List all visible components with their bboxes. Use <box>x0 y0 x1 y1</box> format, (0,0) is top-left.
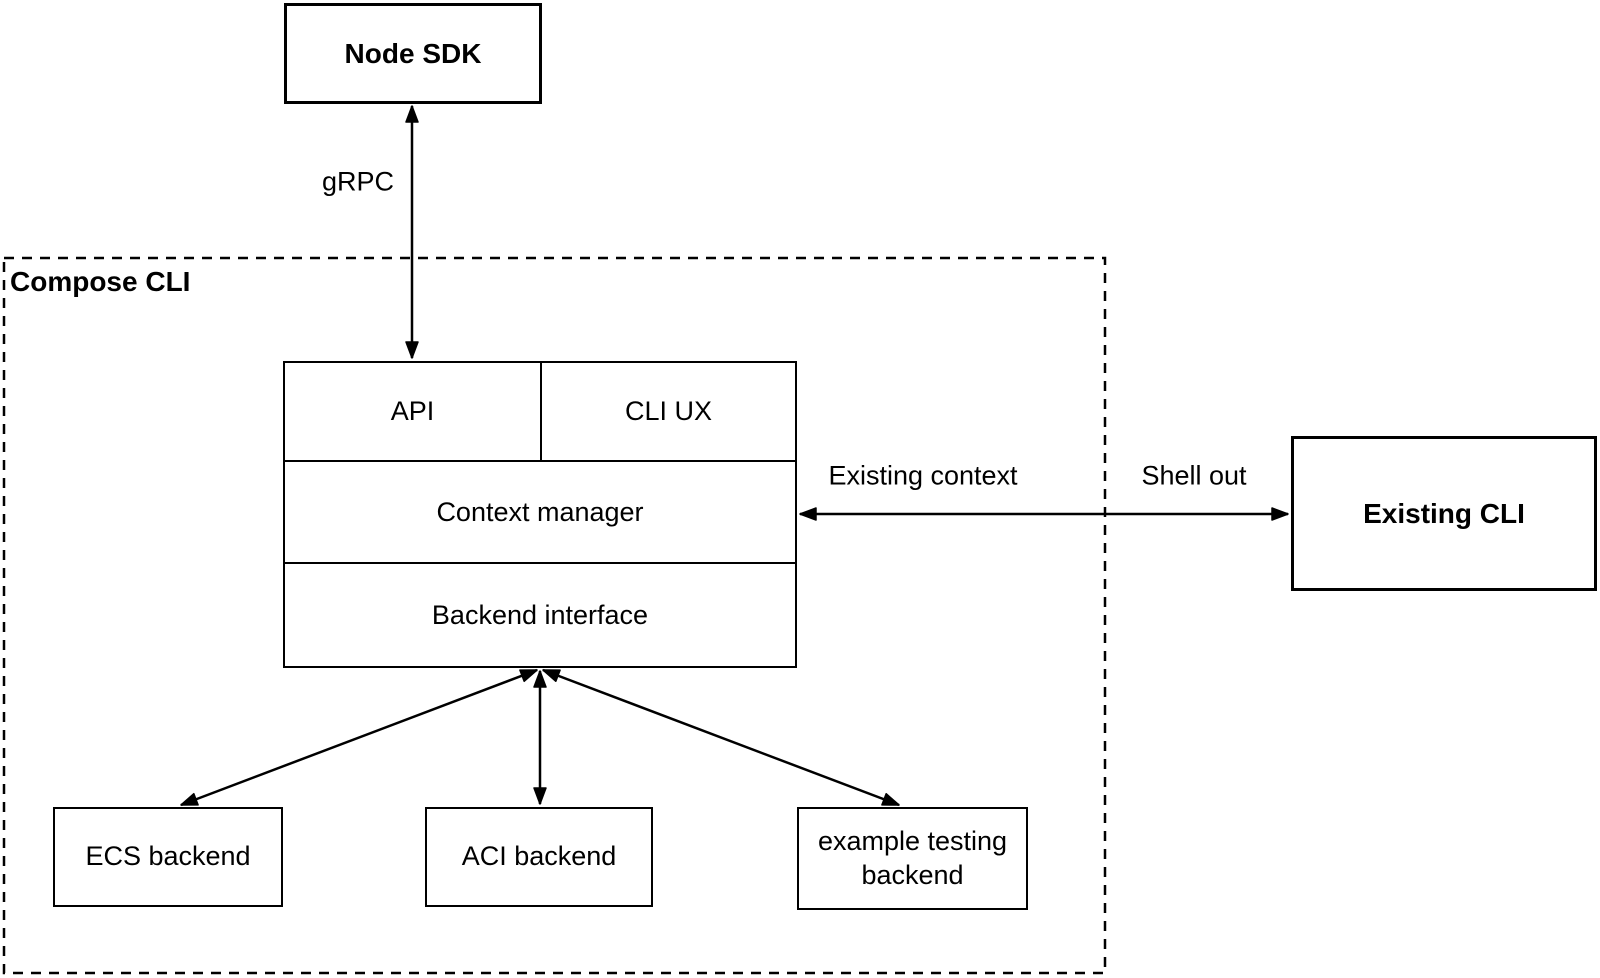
edge-label-existing-context: Existing context <box>826 460 1020 492</box>
node-api: API <box>285 363 542 460</box>
node-cli-ux-label: CLI UX <box>624 396 713 426</box>
edge-label-shell-out: Shell out <box>1139 460 1249 492</box>
node-aci-backend: ACI backend <box>425 807 653 907</box>
node-context-manager-label: Context manager <box>436 496 644 527</box>
stack-top-row: API CLI UX <box>285 363 795 462</box>
node-example-testing-backend: example testing backend <box>797 807 1028 910</box>
node-backend-interface-label: Backend interface <box>431 599 649 630</box>
node-aci-backend-label: ACI backend <box>461 841 617 872</box>
node-example-testing-backend-label: example testing backend <box>817 825 1008 890</box>
node-ecs-backend-label: ECS backend <box>85 841 251 872</box>
node-api-label: API <box>390 396 435 426</box>
node-existing-cli-label: Existing CLI <box>1363 498 1525 529</box>
edge-example-arrow <box>542 668 900 807</box>
node-context-manager: Context manager <box>285 462 795 564</box>
node-node-sdk: Node SDK <box>284 3 542 104</box>
node-cli-ux: CLI UX <box>542 363 795 460</box>
edge-label-grpc: gRPC <box>319 166 397 198</box>
node-compose-stack: API CLI UX Context manager Backend inter… <box>283 361 797 668</box>
node-node-sdk-label: Node SDK <box>344 38 482 69</box>
node-ecs-backend: ECS backend <box>53 807 283 907</box>
compose-cli-group-label: Compose CLI <box>10 266 191 297</box>
node-existing-cli: Existing CLI <box>1291 436 1597 591</box>
edge-ecs-arrow <box>180 668 538 807</box>
node-backend-interface: Backend interface <box>285 564 795 666</box>
